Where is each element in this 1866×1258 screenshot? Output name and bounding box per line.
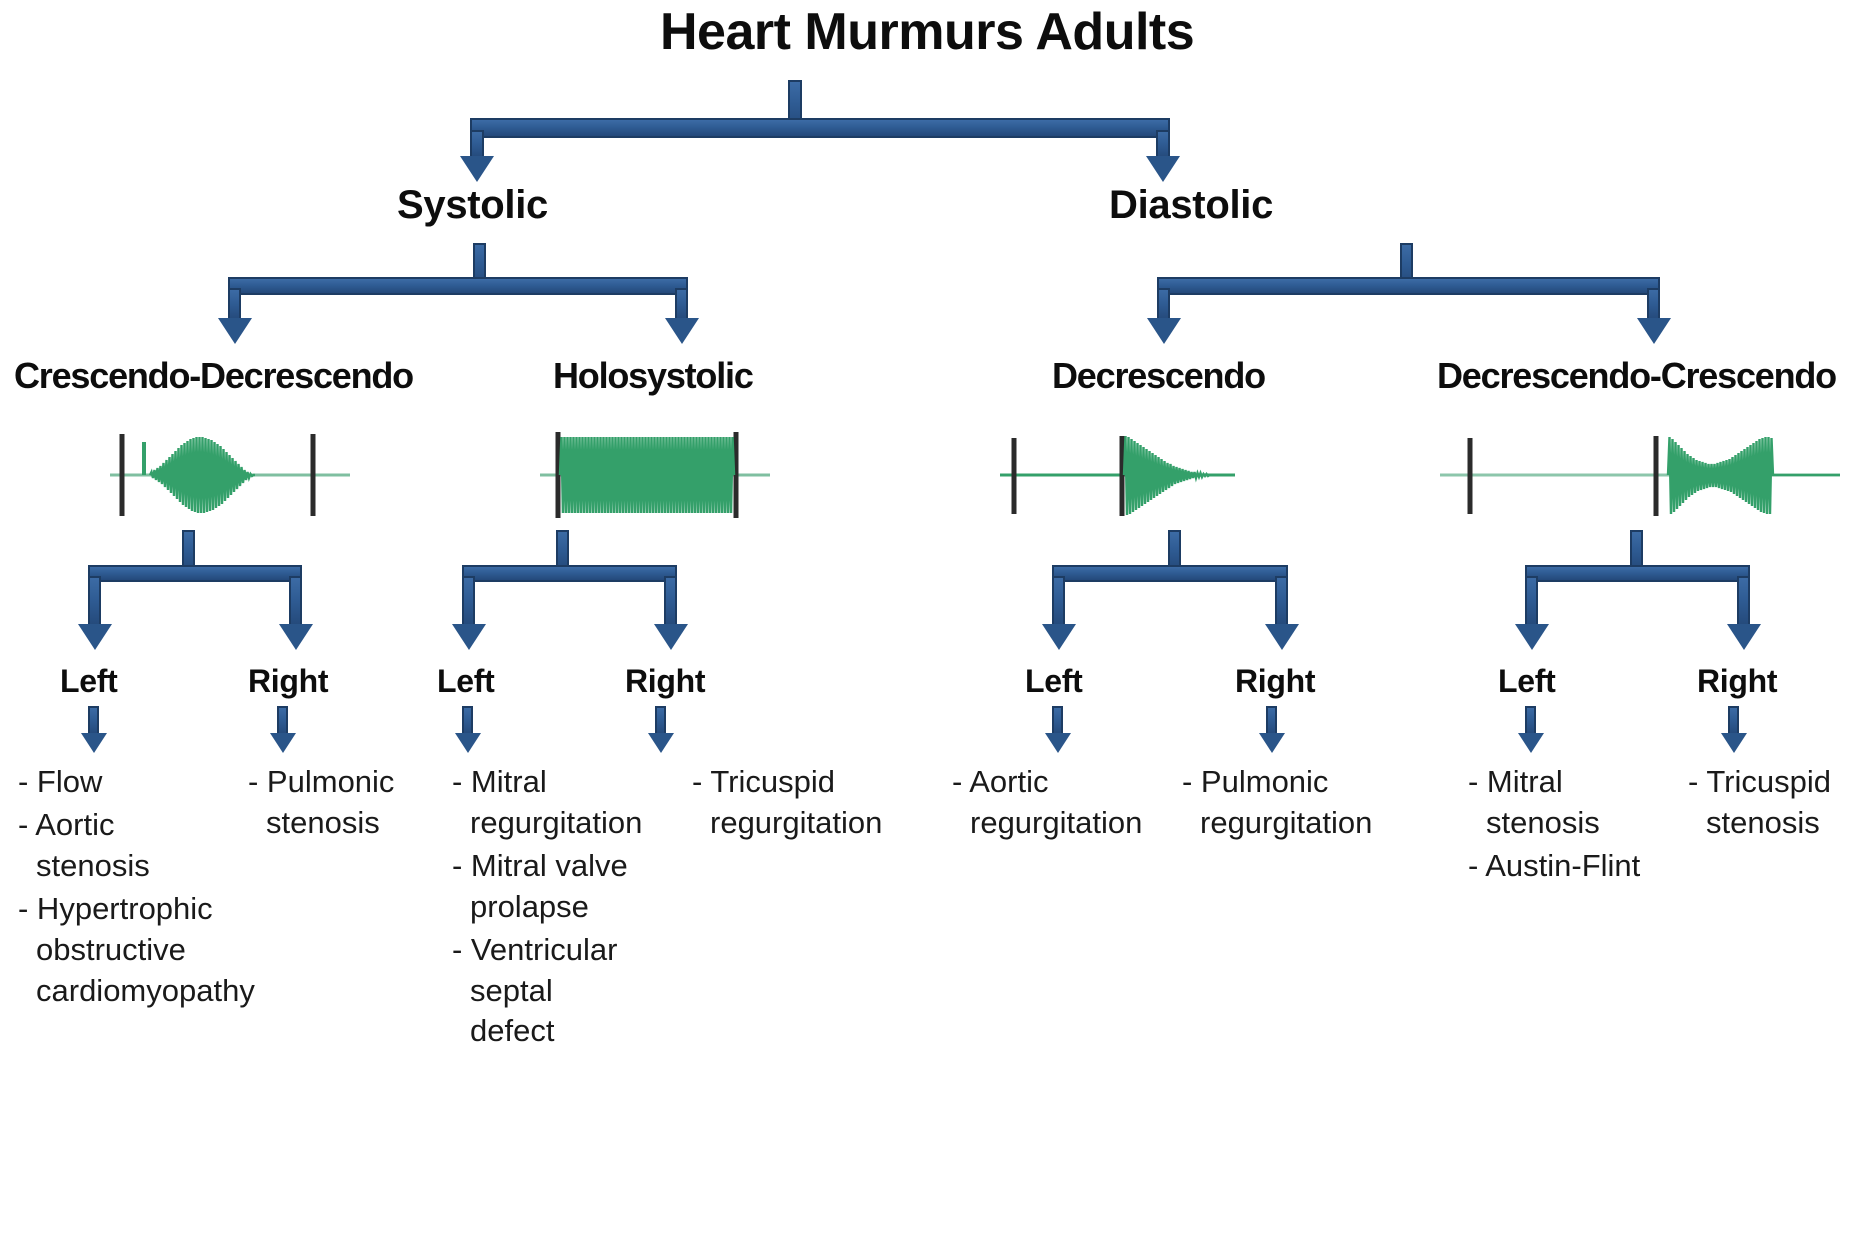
arrowhead-cd-left-leaf bbox=[81, 733, 107, 753]
label-holo-left: Left bbox=[437, 663, 495, 699]
connector-dec-right-leaf-drop bbox=[1266, 706, 1277, 736]
connector-dcc-bar bbox=[1525, 565, 1750, 582]
label-cd-left: Left bbox=[60, 663, 118, 699]
arrowhead-to-holosystolic bbox=[665, 318, 699, 344]
connector-cd-bar bbox=[88, 565, 302, 582]
leaf-cd-right: - Pulmonic stenosis bbox=[248, 762, 418, 846]
leaf-holo-right: - Tricuspid regurgitation bbox=[692, 762, 887, 846]
node-crescendo-decrescendo: Crescendo-Decrescendo bbox=[14, 355, 414, 396]
label-holo-right: Right bbox=[625, 663, 706, 699]
connector-dcc-left-leaf-drop bbox=[1525, 706, 1536, 736]
connector-holo-right-leaf-drop bbox=[655, 706, 666, 736]
list-item: - Tricuspid regurgitation bbox=[692, 764, 883, 840]
arrowhead-to-diastolic bbox=[1146, 156, 1180, 182]
label-dec-right: Right bbox=[1235, 663, 1316, 699]
connector-systolic-left-drop bbox=[228, 288, 241, 322]
arrowhead-cd-left bbox=[78, 624, 112, 650]
connector-holo-bar bbox=[462, 565, 677, 582]
connector-dec-stem bbox=[1168, 530, 1181, 572]
arrowhead-to-crescendo-decrescendo bbox=[218, 318, 252, 344]
connector-dec-bar bbox=[1052, 565, 1288, 582]
connector-cd-left-drop bbox=[88, 576, 101, 628]
arrowhead-to-systolic bbox=[460, 156, 494, 182]
connector-root-left-drop bbox=[470, 130, 484, 160]
connector-cd-stem bbox=[182, 530, 195, 572]
arrowhead-dcc-left bbox=[1515, 624, 1549, 650]
connector-diastolic-right-drop bbox=[1647, 288, 1660, 322]
list-item: - Mitral stenosis bbox=[1468, 764, 1600, 840]
list-item: - Pulmonic stenosis bbox=[248, 764, 395, 840]
list-item: - Ventricular septal defect bbox=[452, 931, 618, 1049]
label-dcc-left: Left bbox=[1498, 663, 1556, 699]
list-item: - Aortic stenosis bbox=[18, 806, 150, 883]
leaf-dec-right: - Pulmonic regurgitation bbox=[1182, 762, 1407, 846]
connector-cd-right-drop bbox=[289, 576, 302, 628]
connector-cd-right-leaf-drop bbox=[277, 706, 288, 736]
node-diastolic: Diastolic bbox=[1109, 183, 1274, 227]
connector-diastolic-left-drop bbox=[1157, 288, 1170, 322]
arrowhead-to-decrescendo bbox=[1147, 318, 1181, 344]
connector-holo-left-drop bbox=[462, 576, 475, 628]
crescendo-decrescendo-waveform bbox=[110, 428, 350, 523]
leaf-dcc-right: - Tricuspid stenosis bbox=[1688, 762, 1866, 846]
connector-dec-left-drop bbox=[1052, 576, 1065, 628]
holosystolic-waveform bbox=[540, 428, 770, 523]
leaf-holo-left: - Mitral regurgitation - Mitral valve pr… bbox=[452, 762, 642, 1054]
arrowhead-cd-right bbox=[279, 624, 313, 650]
arrowhead-holo-right bbox=[654, 624, 688, 650]
arrowhead-holo-left-leaf bbox=[455, 733, 481, 753]
connector-dec-right-drop bbox=[1275, 576, 1288, 628]
arrowhead-dec-left-leaf bbox=[1045, 733, 1071, 753]
list-item: - Flow bbox=[18, 764, 103, 799]
label-dec-left: Left bbox=[1025, 663, 1083, 699]
list-item: - Tricuspid stenosis bbox=[1688, 764, 1831, 840]
chart-title: Heart Murmurs Adults bbox=[660, 3, 1195, 61]
list-item: - Mitral valve prolapse bbox=[452, 847, 628, 924]
leaf-cd-left: - Flow - Aortic stenosis - Hypertrophic … bbox=[18, 762, 255, 1013]
arrowhead-dec-left bbox=[1042, 624, 1076, 650]
arrowhead-cd-right-leaf bbox=[270, 733, 296, 753]
connector-root-stem bbox=[788, 80, 802, 130]
connector-cd-left-leaf-drop bbox=[88, 706, 99, 736]
connector-systolic-bar bbox=[228, 277, 688, 295]
leaf-dcc-left: - Mitral stenosis - Austin-Flint bbox=[1468, 762, 1658, 889]
arrowhead-dcc-left-leaf bbox=[1518, 733, 1544, 753]
arrowhead-holo-left bbox=[452, 624, 486, 650]
label-cd-right: Right bbox=[248, 663, 329, 699]
connector-holo-right-drop bbox=[664, 576, 677, 628]
connector-dcc-stem bbox=[1630, 530, 1643, 572]
arrowhead-dcc-right bbox=[1727, 624, 1761, 650]
connector-dec-left-leaf-drop bbox=[1052, 706, 1063, 736]
list-item: - Pulmonic regurgitation bbox=[1182, 764, 1373, 840]
list-item: - Mitral regurgitation bbox=[452, 764, 643, 840]
arrowhead-to-decrescendo-crescendo bbox=[1637, 318, 1671, 344]
connector-systolic-right-drop bbox=[675, 288, 688, 322]
connector-dcc-right-drop bbox=[1737, 576, 1750, 628]
node-holosystolic: Holosystolic bbox=[553, 355, 754, 396]
list-item: - Aortic regurgitation bbox=[952, 764, 1143, 840]
leaf-dec-left: - Aortic regurgitation bbox=[952, 762, 1172, 846]
arrowhead-holo-right-leaf bbox=[648, 733, 674, 753]
connector-holo-left-leaf-drop bbox=[462, 706, 473, 736]
arrowhead-dcc-right-leaf bbox=[1721, 733, 1747, 753]
connector-dcc-right-leaf-drop bbox=[1728, 706, 1739, 736]
node-decrescendo: Decrescendo bbox=[1052, 355, 1266, 396]
list-item: - Hypertrophic obstructive cardiomyopath… bbox=[18, 890, 255, 1008]
node-decrescendo-crescendo: Decrescendo-Crescendo bbox=[1437, 355, 1837, 396]
arrowhead-dec-right-leaf bbox=[1259, 733, 1285, 753]
connector-dcc-left-drop bbox=[1525, 576, 1538, 628]
node-systolic: Systolic bbox=[397, 183, 548, 227]
label-dcc-right: Right bbox=[1697, 663, 1778, 699]
list-item: - Austin-Flint bbox=[1468, 847, 1641, 883]
connector-root-bar bbox=[470, 118, 1170, 138]
connector-diastolic-bar bbox=[1157, 277, 1660, 295]
decrescendo-waveform bbox=[1000, 428, 1235, 523]
arrowhead-dec-right bbox=[1265, 624, 1299, 650]
decrescendo-crescendo-waveform bbox=[1440, 428, 1840, 523]
